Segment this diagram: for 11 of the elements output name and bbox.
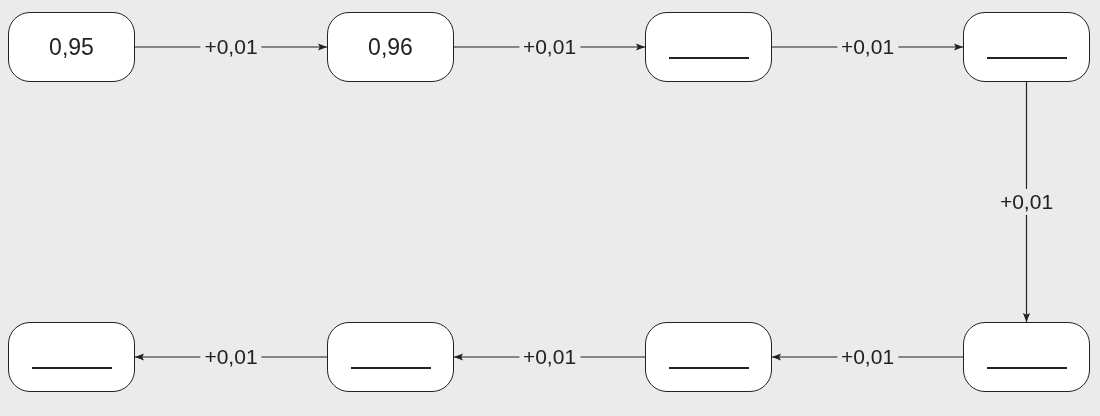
rounded-box bbox=[8, 322, 135, 392]
arrow bbox=[1022, 81, 1031, 323]
rounded-box bbox=[8, 12, 135, 82]
rounded-box bbox=[963, 322, 1090, 392]
rounded-box bbox=[327, 322, 454, 392]
rounded-box bbox=[963, 12, 1090, 82]
rounded-box bbox=[645, 322, 772, 392]
number: 0,95 bbox=[49, 32, 94, 62]
number: 0,96 bbox=[368, 32, 413, 62]
rounded-box bbox=[645, 12, 772, 82]
rounded-box bbox=[327, 12, 454, 82]
